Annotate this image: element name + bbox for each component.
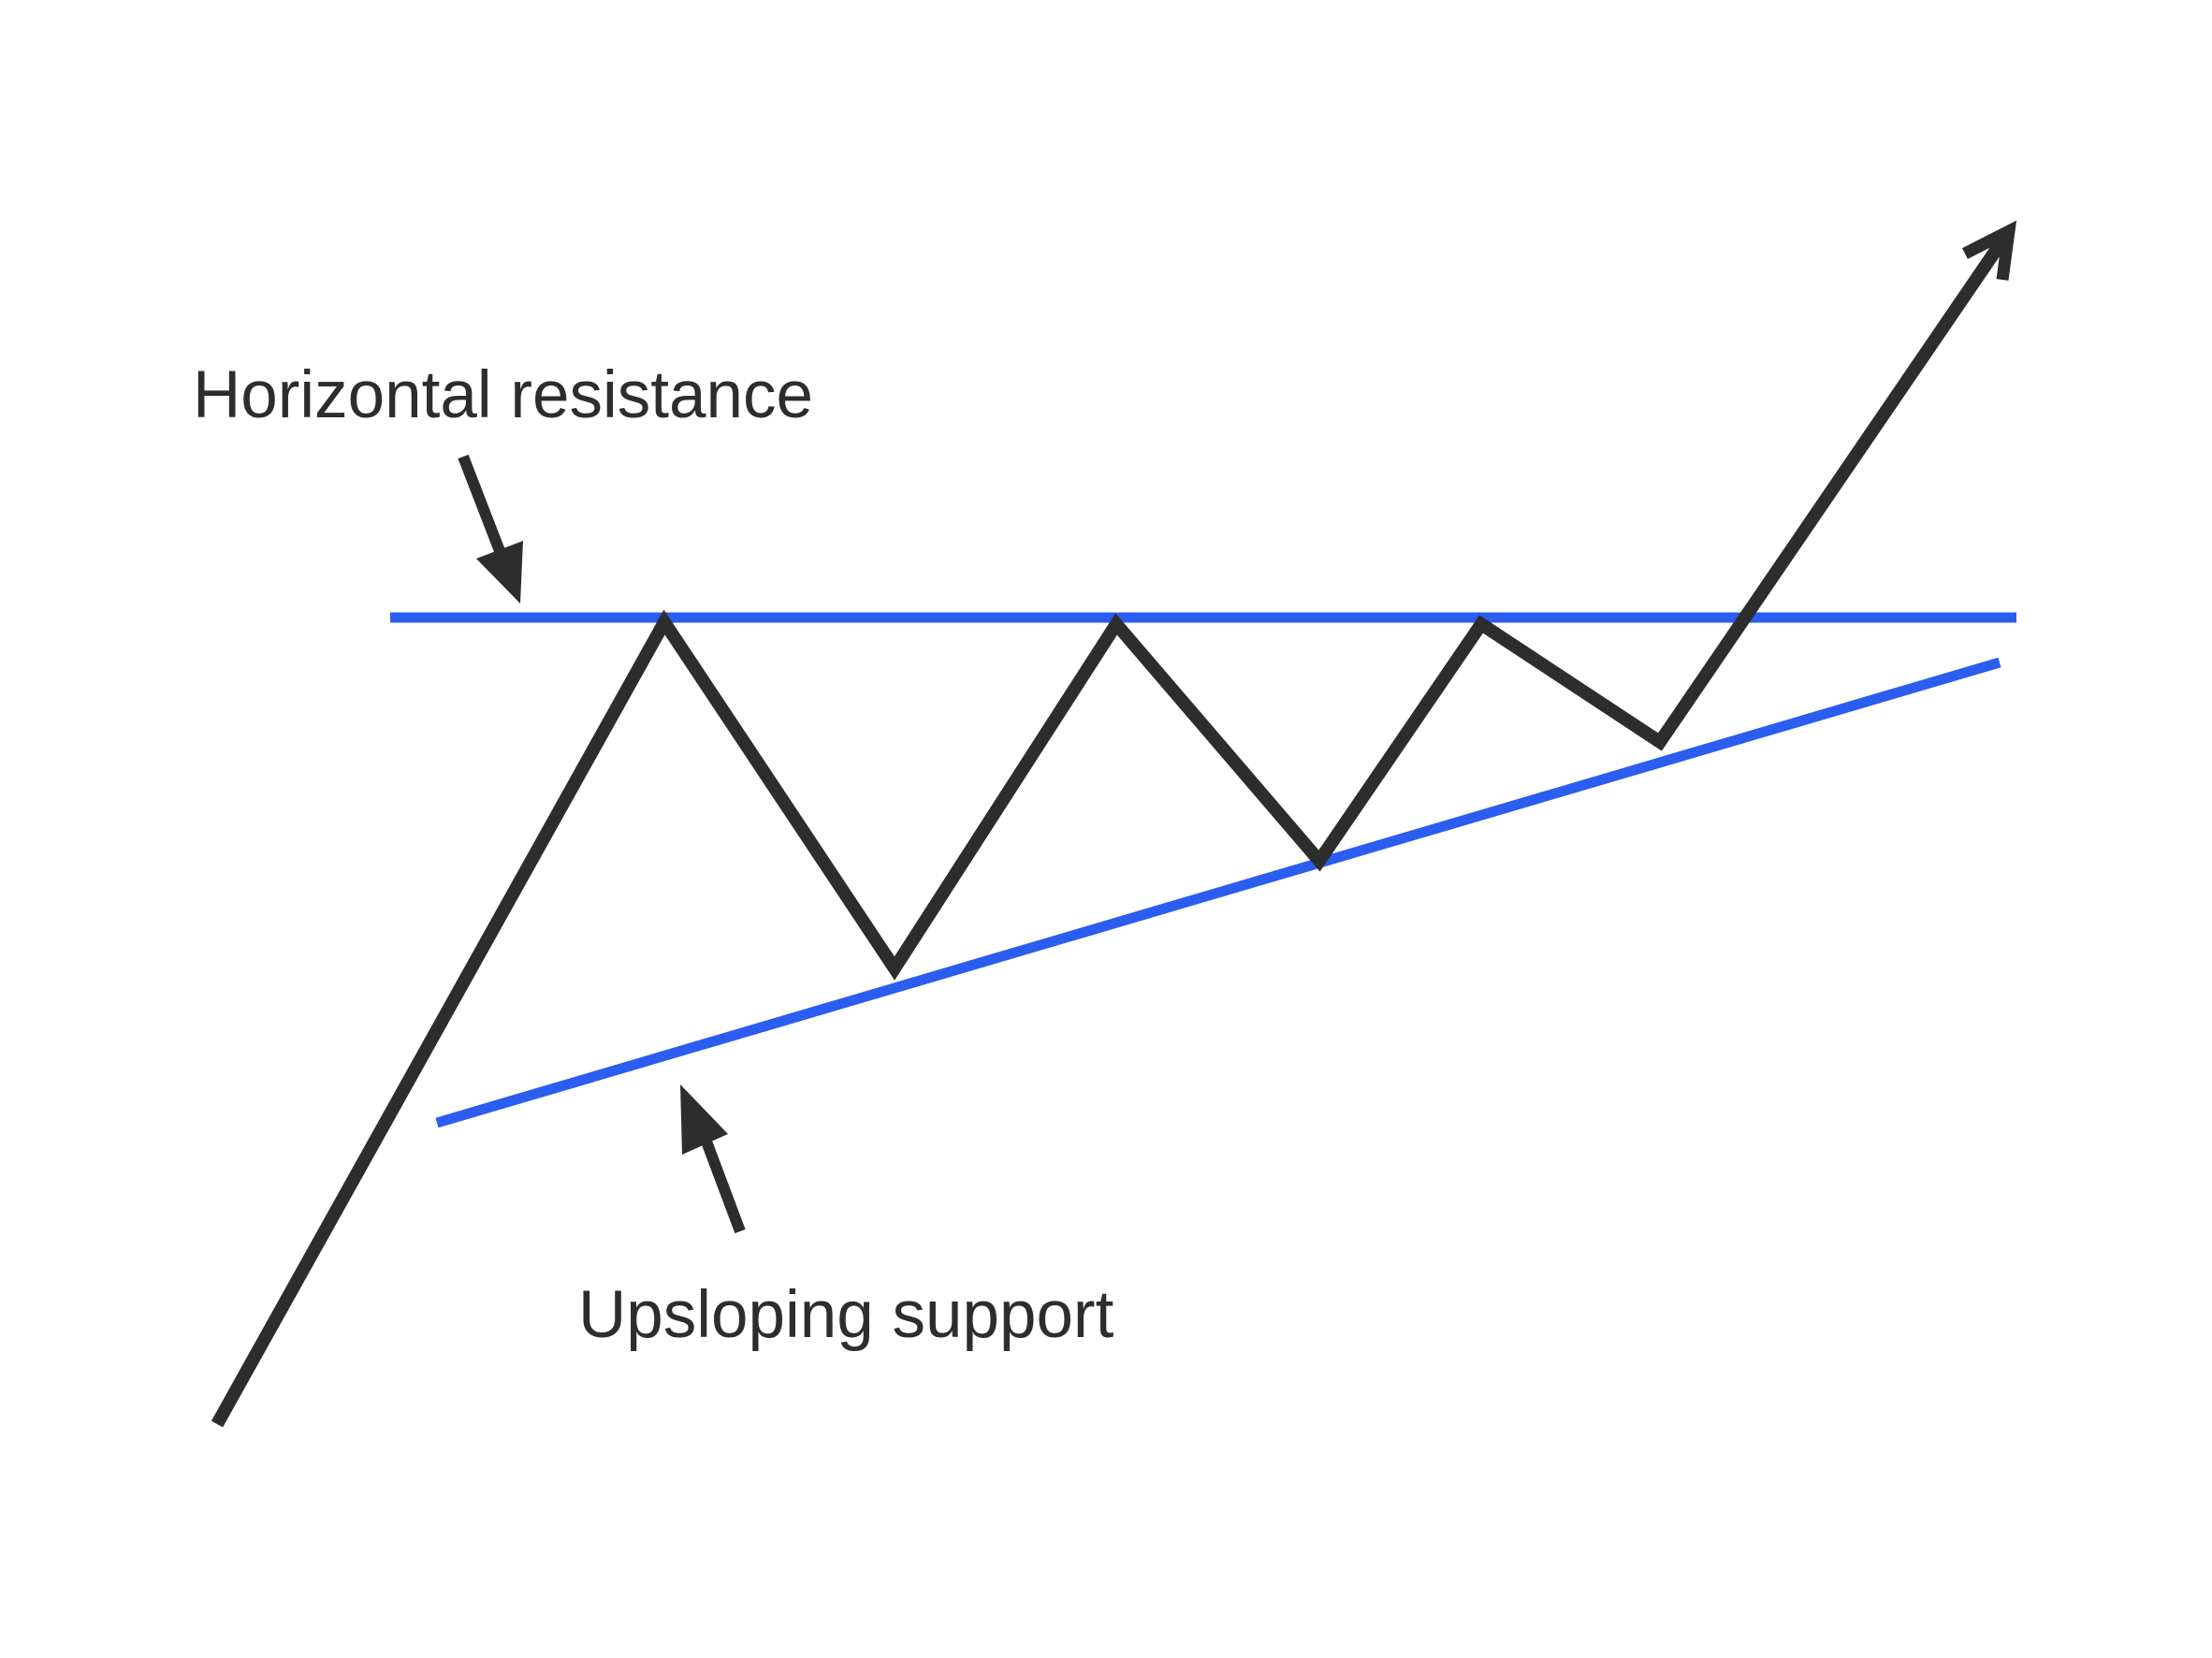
resistance-arrowhead-icon <box>476 541 523 604</box>
price-zigzag-line <box>211 227 2015 1428</box>
support-label: Upsloping support <box>578 1278 1114 1352</box>
support-arrow-shaft <box>701 1139 746 1234</box>
support-annotation-arrow <box>680 1084 746 1234</box>
resistance-label: Horizontal resistance <box>193 358 813 432</box>
support-arrowhead-icon <box>680 1084 728 1155</box>
breakout-arrowhead-icon <box>1962 220 2017 281</box>
resistance-annotation-arrow <box>458 454 523 604</box>
upsloping-support-line <box>435 657 2001 1128</box>
